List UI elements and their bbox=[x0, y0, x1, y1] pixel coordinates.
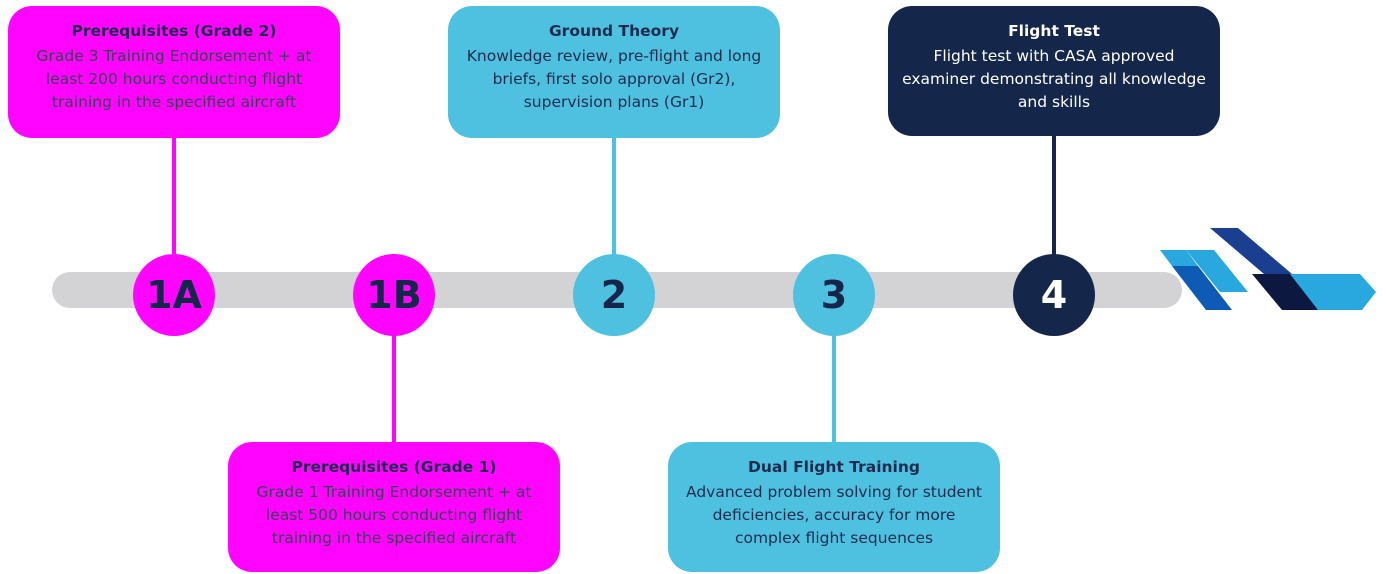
step-label: 4 bbox=[1040, 273, 1068, 317]
connector-2 bbox=[612, 138, 616, 258]
logo-shape-light-strip bbox=[1186, 250, 1248, 292]
card-title: Flight Test bbox=[1008, 22, 1100, 40]
step-node-3: 3 bbox=[793, 254, 875, 336]
card-body: Grade 1 Training Endorsement + at least … bbox=[256, 483, 532, 547]
step-node-1b: 1B bbox=[353, 254, 435, 336]
card-prerequisites-grade-2: Prerequisites (Grade 2) Grade 3 Training… bbox=[8, 6, 340, 138]
card-body: Flight test with CASA approved examiner … bbox=[902, 47, 1206, 111]
step-label: 3 bbox=[820, 273, 848, 317]
logo-shape-light-tab bbox=[1160, 250, 1198, 266]
connector-1a bbox=[172, 138, 176, 258]
card-body: Knowledge review, pre-flight and long br… bbox=[466, 47, 762, 111]
logo-shape-light-bar bbox=[1290, 274, 1376, 310]
connector-3 bbox=[832, 330, 836, 444]
card-title: Prerequisites (Grade 2) bbox=[71, 22, 277, 40]
step-node-1a: 1A bbox=[133, 254, 215, 336]
step-node-2: 2 bbox=[573, 254, 655, 336]
step-label: 1B bbox=[366, 273, 422, 317]
card-title: Dual Flight Training bbox=[748, 458, 920, 476]
logo-shape-royal-stroke bbox=[1210, 228, 1292, 274]
step-node-4: 4 bbox=[1013, 254, 1095, 336]
card-body: Grade 3 Training Endorsement + at least … bbox=[36, 47, 312, 111]
step-label: 1A bbox=[146, 273, 202, 317]
card-prerequisites-grade-1: Prerequisites (Grade 1) Grade 1 Training… bbox=[228, 442, 560, 572]
card-flight-test: Flight Test Flight test with CASA approv… bbox=[888, 6, 1220, 136]
logo-shape-dark-band bbox=[1252, 274, 1322, 310]
card-title: Ground Theory bbox=[548, 22, 680, 40]
connector-1b bbox=[392, 330, 396, 444]
connector-4 bbox=[1052, 136, 1056, 258]
card-title: Prerequisites (Grade 1) bbox=[291, 458, 497, 476]
step-label: 2 bbox=[600, 273, 628, 317]
card-body: Advanced problem solving for student def… bbox=[686, 483, 982, 547]
brand-chevron-logo bbox=[1160, 228, 1376, 310]
card-dual-flight-training: Dual Flight Training Advanced problem so… bbox=[668, 442, 1000, 572]
logo-shape-mid-bar bbox=[1172, 266, 1232, 310]
card-ground-theory: Ground Theory Knowledge review, pre-flig… bbox=[448, 6, 780, 138]
